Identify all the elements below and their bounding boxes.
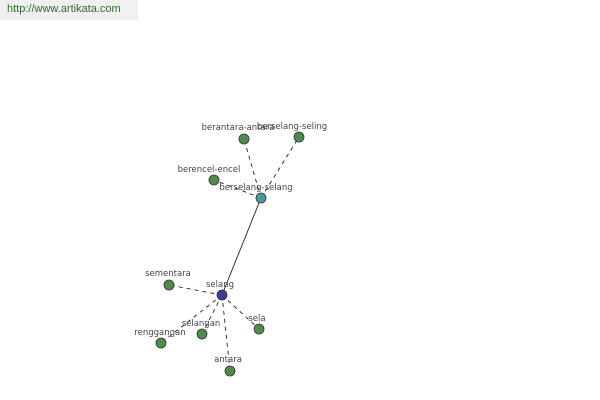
node-label-berantara-antara: berantara-antara: [202, 123, 275, 133]
node-selangan[interactable]: selangan: [182, 319, 221, 340]
edge-berselang-selang-to-berselang-seling: [260, 136, 300, 199]
node-berselang-selang[interactable]: berselang-selang: [219, 183, 293, 204]
nodes-layer: selangberselang-selangberantara-antarabe…: [134, 122, 327, 377]
edge-selang-to-berselang-selang: [221, 197, 262, 296]
node-circle-sementara[interactable]: [163, 279, 175, 291]
node-label-berselang-selang: berselang-selang: [219, 183, 292, 193]
node-circle-renggangan[interactable]: [155, 337, 167, 349]
node-antara[interactable]: antara: [214, 355, 242, 377]
node-circle-berselang-selang[interactable]: [255, 192, 267, 204]
node-label-selang: selang: [206, 280, 234, 290]
node-label-antara: antara: [214, 355, 242, 365]
node-label-renggangan: renggangan: [134, 328, 185, 338]
node-sementara[interactable]: sementara: [145, 269, 191, 291]
node-label-sela: sela: [248, 314, 265, 324]
edge-berselang-selang-to-berantara-antara: [243, 138, 262, 199]
edge-selang-to-sela: [221, 294, 260, 330]
node-label-selangan: selangan: [182, 319, 221, 329]
site-url-link[interactable]: http://www.artikata.com: [7, 3, 121, 15]
edge-berselang-selang-to-berencel-encel: [213, 179, 262, 199]
node-selang[interactable]: selang: [206, 280, 234, 301]
node-circle-berantara-antara[interactable]: [238, 133, 250, 145]
node-circle-berencel-encel[interactable]: [208, 174, 220, 186]
node-circle-selangan[interactable]: [196, 328, 208, 340]
edge-selang-to-renggangan: [160, 294, 223, 344]
node-label-sementara: sementara: [145, 269, 191, 279]
node-circle-antara[interactable]: [224, 365, 236, 377]
node-berencel-encel[interactable]: berencel-encel: [178, 165, 241, 186]
node-circle-sela[interactable]: [253, 323, 265, 335]
node-circle-berselang-seling[interactable]: [293, 131, 305, 143]
url-banner: http://www.artikata.com: [0, 0, 138, 20]
node-label-berselang-seling: berselang-seling: [257, 122, 327, 132]
edge-selang-to-sementara: [168, 284, 223, 296]
node-sela[interactable]: sela: [248, 314, 266, 335]
node-circle-selang[interactable]: [216, 289, 228, 301]
node-berantara-antara[interactable]: berantara-antara: [202, 123, 275, 145]
node-berselang-seling[interactable]: berselang-seling: [257, 122, 327, 143]
edges-layer: [160, 136, 300, 372]
node-renggangan[interactable]: renggangan: [134, 328, 186, 349]
node-label-berencel-encel: berencel-encel: [178, 165, 241, 175]
